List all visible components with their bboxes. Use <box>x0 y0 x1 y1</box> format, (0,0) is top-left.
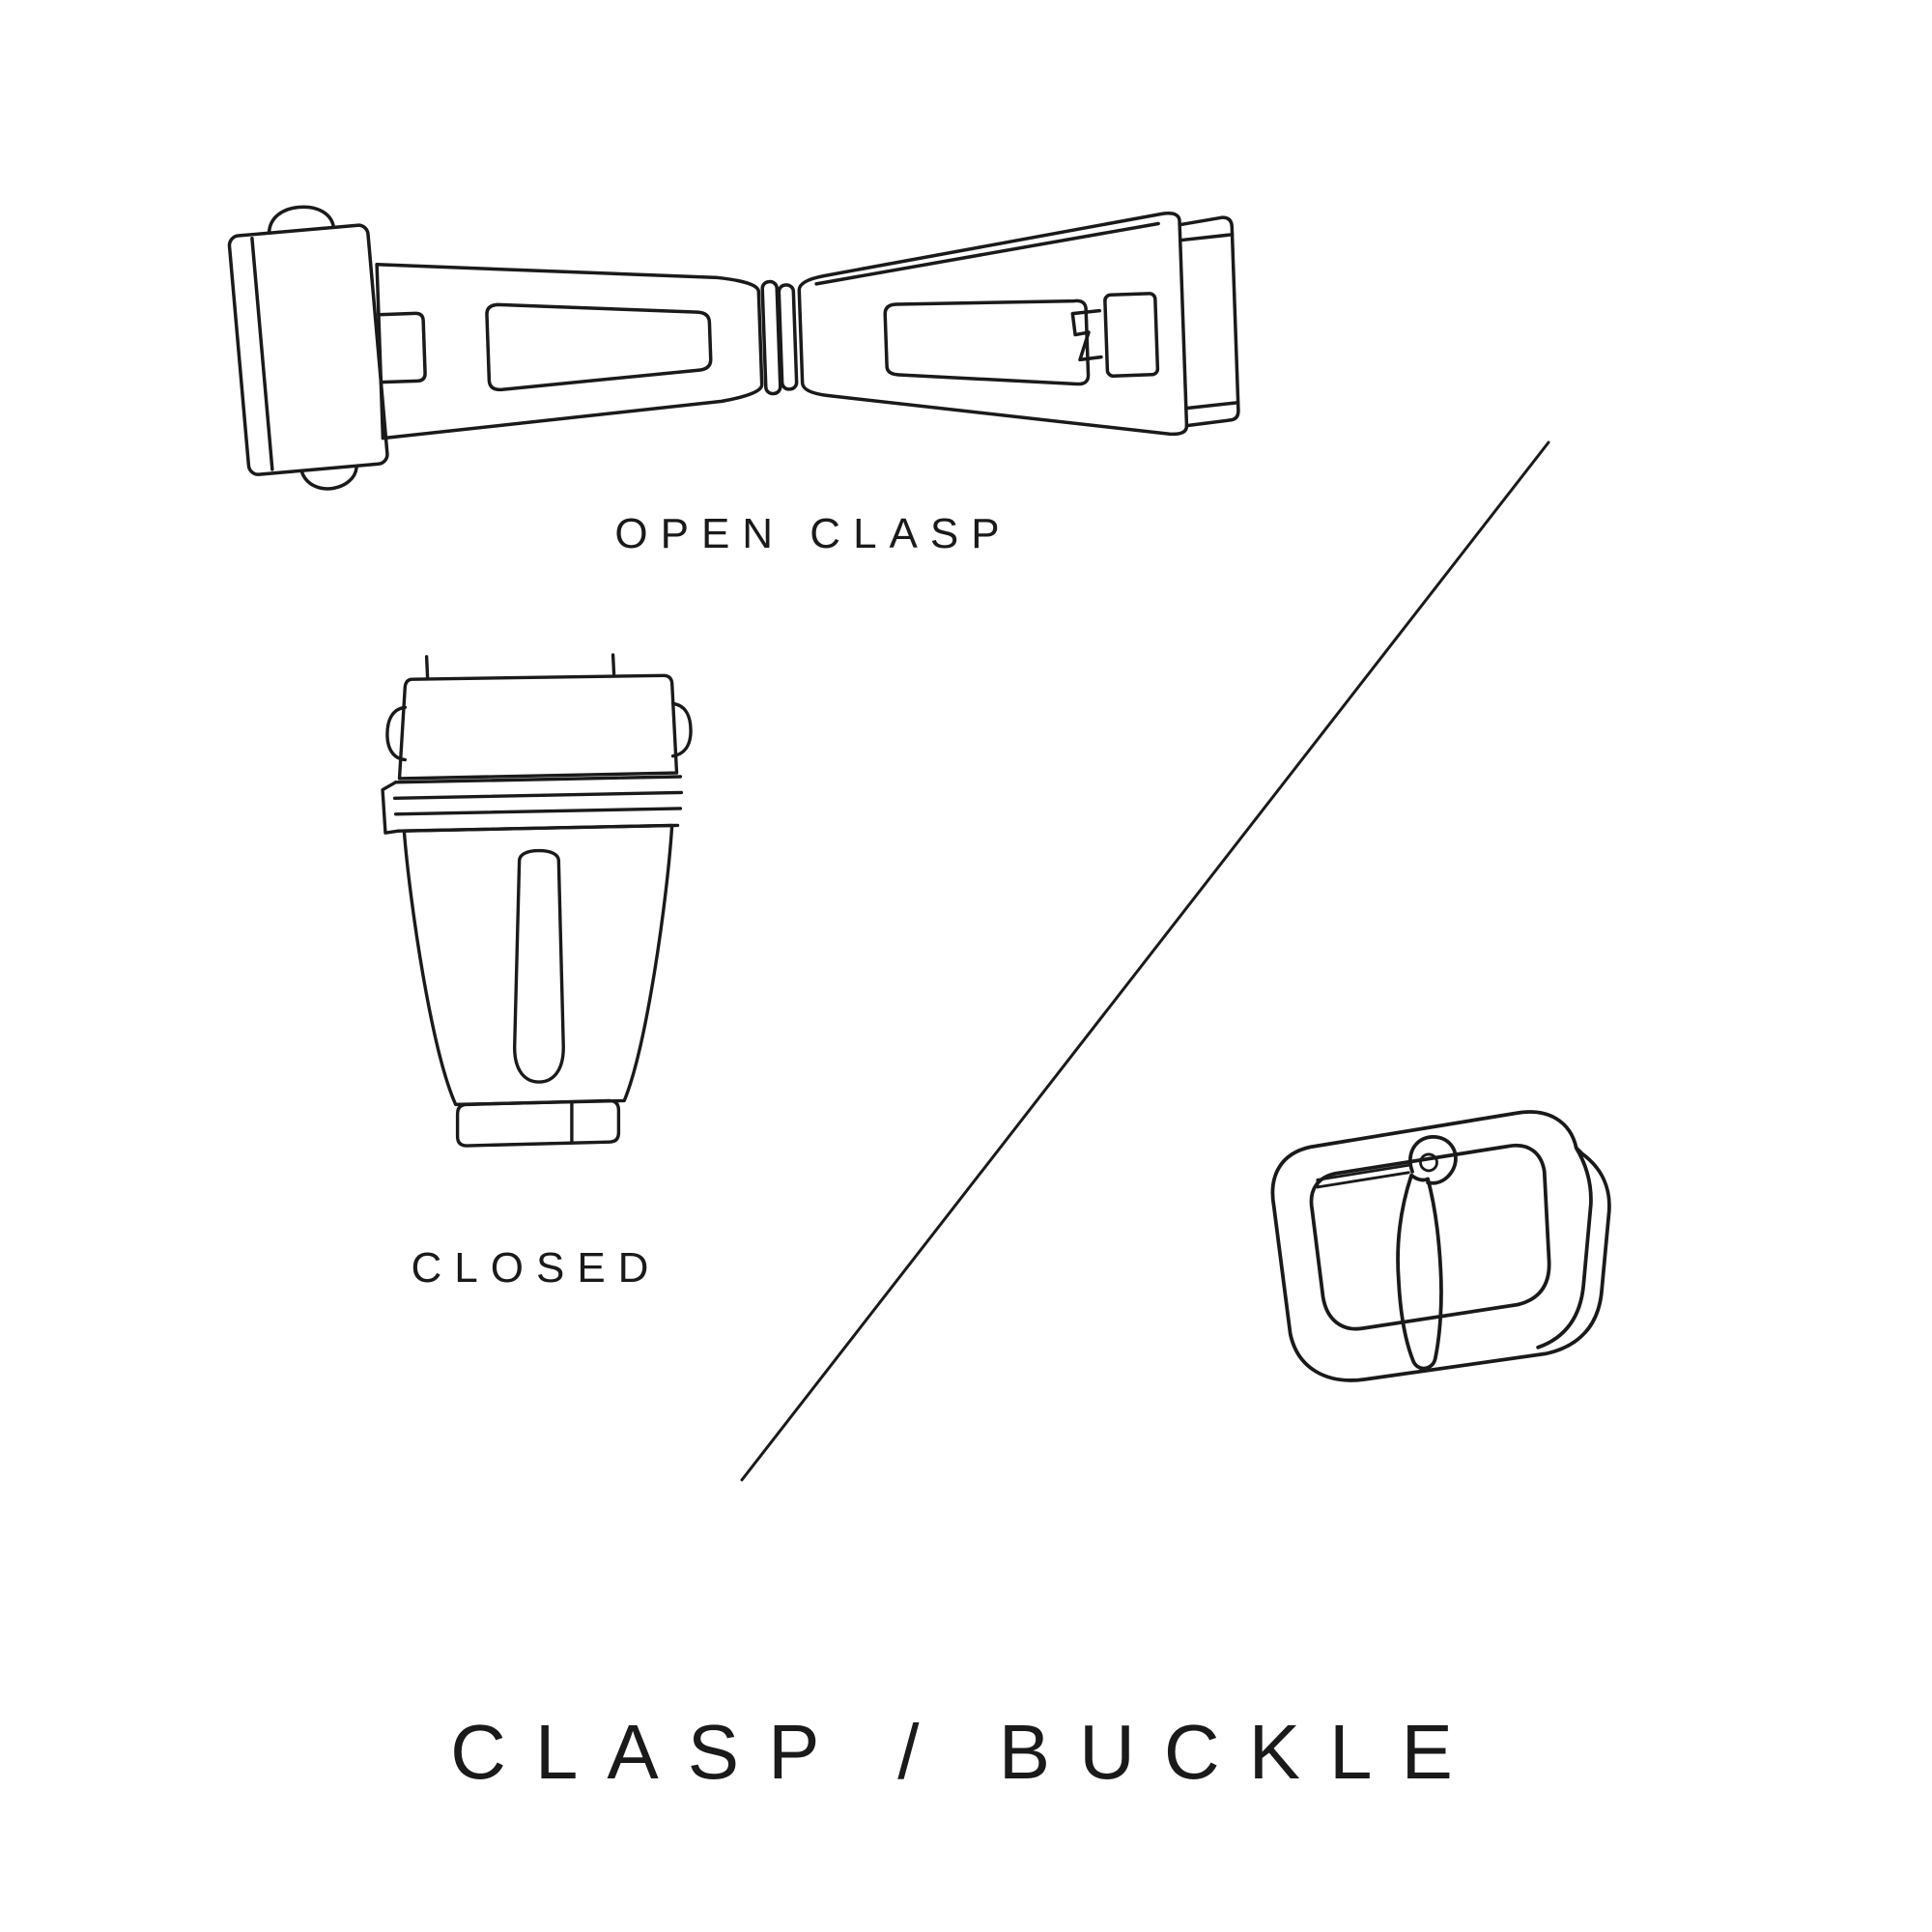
page-title: CLASP / BUCKLE <box>450 1709 1482 1795</box>
open-clasp-hinge <box>760 279 799 396</box>
closed-clasp-body <box>402 823 674 1107</box>
open-clasp-fold-link <box>227 205 389 491</box>
closed-clasp-left-ear <box>385 705 408 762</box>
buckle-illustration-icon <box>1270 1110 1611 1382</box>
open-clasp-label: OPEN CLASP <box>614 510 1012 557</box>
closed-clasp-prong-tick <box>611 653 616 676</box>
closed-clasp-illustration-icon <box>381 653 693 1148</box>
open-clasp-left-arm <box>375 262 764 440</box>
buckle-frame <box>1270 1110 1611 1382</box>
open-clasp-right-arm <box>797 212 1240 437</box>
closed-clasp-right-ear <box>670 701 693 758</box>
closed-clasp-top-box <box>385 673 693 781</box>
closed-clasp-collar <box>381 775 684 835</box>
closed-clasp-foot <box>455 1098 621 1148</box>
divider-line-icon <box>740 440 1550 1482</box>
buckle-prong <box>1396 1135 1458 1371</box>
buckle-axle-pin <box>1316 1163 1410 1189</box>
closed-clasp-label: CLOSED <box>411 1244 662 1292</box>
open-clasp-illustration-icon <box>227 205 1240 491</box>
closed-clasp-prong-tick <box>424 655 430 679</box>
